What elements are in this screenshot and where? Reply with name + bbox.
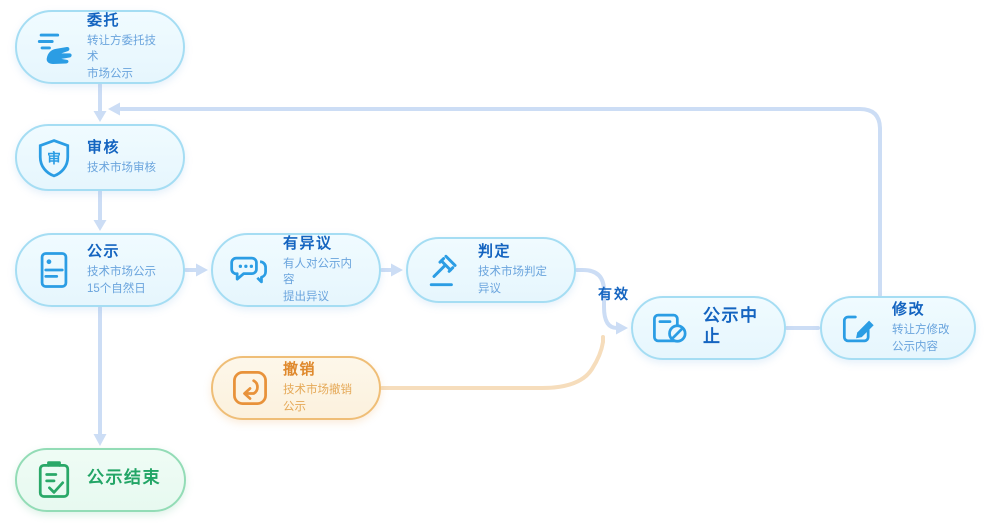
node-subtitle: 技术市场撤销 公示	[283, 384, 352, 413]
node-subtitle: 技术市场判定 异议	[478, 266, 547, 295]
arrowhead-feedback-review	[108, 102, 120, 116]
hand-gesture-icon	[31, 24, 77, 70]
node-title: 公示中止	[703, 306, 759, 346]
node-title: 撤销	[283, 361, 317, 379]
node-subtitle: 转让方修改 公示内容	[892, 324, 950, 353]
arrowhead-review-publicity	[93, 220, 107, 231]
node-title: 公示	[87, 243, 121, 261]
edge-label-valid: 有效	[598, 286, 630, 302]
connector-judge-suspend	[575, 268, 619, 330]
node-title: 公示结束	[87, 468, 161, 488]
node-modify: 修改 转让方修改 公示内容	[820, 296, 976, 360]
arrowhead-entrust-review	[93, 111, 107, 122]
node-revoke: 撤销 技术市场撤销 公示	[211, 356, 381, 420]
connector-revoke-junction	[380, 335, 605, 390]
document-card-icon	[31, 247, 77, 293]
svg-text:审: 审	[47, 150, 61, 166]
node-subtitle: 转让方委托技术 市场公示	[87, 35, 156, 80]
revoke-undo-icon	[227, 365, 273, 411]
node-title: 审核	[87, 138, 121, 156]
node-review: 审 审核 技术市场审核	[15, 124, 185, 191]
chat-bubbles-icon	[227, 247, 273, 293]
node-end: 公示结束	[15, 448, 186, 512]
node-title: 委托	[87, 12, 121, 30]
node-title: 判定	[478, 243, 512, 261]
card-prohibit-icon	[647, 305, 693, 351]
node-title: 修改	[892, 301, 926, 319]
node-publicity: 公示 技术市场公示 15个自然日	[15, 233, 185, 307]
node-suspend: 公示中止	[631, 296, 786, 360]
node-judge: 判定 技术市场判定 异议	[406, 237, 576, 303]
node-title: 有异议	[283, 235, 333, 253]
clipboard-check-icon	[31, 457, 77, 503]
node-entrust: 委托 转让方委托技术 市场公示	[15, 10, 185, 84]
arrowhead-judge-suspend	[616, 321, 628, 335]
arrowhead-publicity-objection	[196, 263, 208, 277]
node-subtitle: 技术市场公示 15个自然日	[87, 266, 156, 295]
gavel-icon	[422, 247, 468, 293]
node-subtitle: 有人对公示内容 提出异议	[283, 258, 352, 303]
arrowhead-objection-judge	[391, 263, 403, 277]
arrowhead-publicity-end	[93, 434, 107, 446]
edit-pencil-icon	[836, 305, 882, 351]
shield-audit-icon: 审	[31, 135, 77, 181]
node-objection: 有异议 有人对公示内容 提出异议	[211, 233, 381, 307]
connector-modify-review-feedback	[119, 107, 882, 297]
node-subtitle: 技术市场审核	[87, 161, 156, 174]
